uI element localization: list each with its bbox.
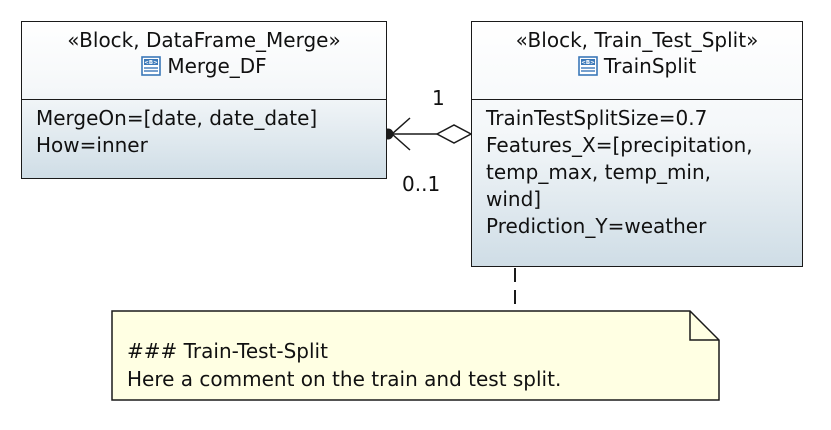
property-compartment: MergeOn=[date, date_date] How=inner: [22, 100, 386, 159]
block-train-split[interactable]: «Block, Train_Test_Split» <B> TrainSplit…: [471, 21, 803, 267]
note-line: Here a comment on the train and test spl…: [127, 367, 562, 391]
note-body: ### Train-Test-Split Here a comment on t…: [127, 337, 561, 393]
comment-note[interactable]: ### Train-Test-Split Here a comment on t…: [111, 310, 720, 401]
svg-text:<B>: <B>: [581, 60, 595, 66]
note-shape: [111, 310, 720, 401]
note-line: ### Train-Test-Split: [127, 339, 328, 363]
multiplicity-part: 0..1: [402, 172, 441, 196]
block-name: TrainSplit: [603, 54, 697, 78]
block-name-row: <B> TrainSplit: [472, 53, 802, 79]
block-icon: <B>: [578, 56, 598, 76]
block-name-row: <B> Merge_DF: [22, 53, 386, 79]
block-stereotype: «Block, Train_Test_Split»: [515, 28, 759, 52]
block-icon: <B>: [141, 56, 162, 76]
multiplicity-whole: 1: [432, 86, 445, 110]
block-stereotype: «Block, DataFrame_Merge»: [67, 28, 341, 52]
block-header: «Block, DataFrame_Merge» <B> Merge_DF: [22, 22, 386, 100]
aggregation-diamond: [435, 124, 473, 144]
block-merge-df[interactable]: «Block, DataFrame_Merge» <B> Merge_DF Me…: [21, 21, 387, 179]
navigability-arrow: [390, 117, 411, 151]
property-compartment: TrainTestSplitSize=0.7 Features_X=[preci…: [472, 100, 802, 240]
property[interactable]: temp_max, temp_min,: [486, 160, 712, 184]
property[interactable]: wind]: [486, 187, 542, 211]
property[interactable]: MergeOn=[date, date_date]: [36, 106, 318, 130]
block-name: Merge_DF: [167, 54, 267, 78]
property[interactable]: Prediction_Y=weather: [486, 214, 707, 238]
property[interactable]: Features_X=[precipitation,: [486, 133, 753, 157]
property[interactable]: How=inner: [36, 133, 148, 157]
block-header: «Block, Train_Test_Split» <B> TrainSplit: [472, 22, 802, 100]
property[interactable]: TrainTestSplitSize=0.7: [486, 106, 708, 130]
svg-text:<B>: <B>: [145, 60, 159, 66]
